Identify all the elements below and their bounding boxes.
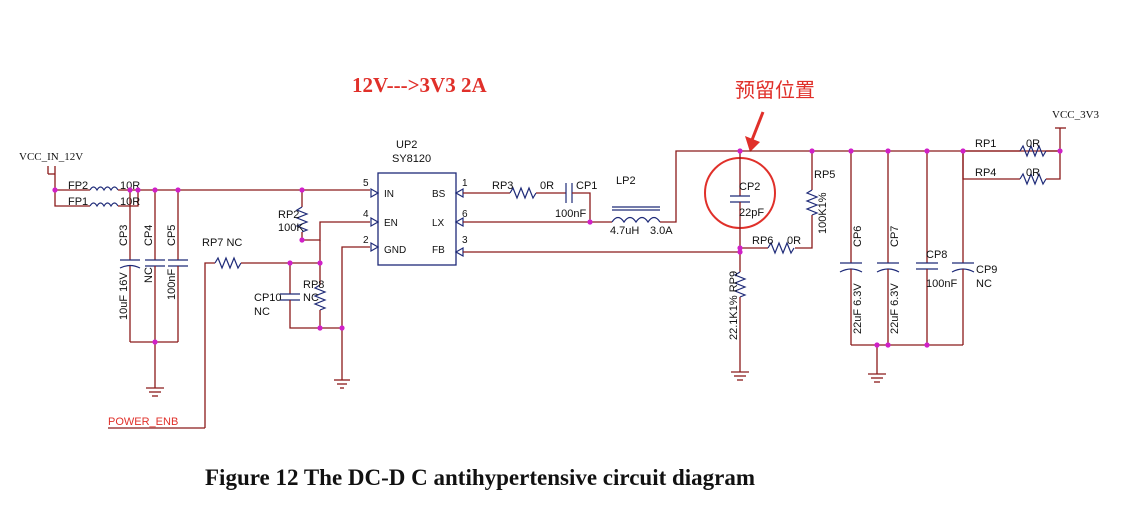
fp2-value: 10R [120,180,140,192]
cp3-ref: CP3 [118,225,130,246]
junction-dots [52,148,1063,348]
rp3-ref: RP3 [492,180,513,192]
cp10-value: NC [254,306,270,318]
ic-pin-num-4: 4 [363,209,369,220]
rp8-ref: RP8 [303,279,324,291]
fp1-ferrite [89,202,119,208]
cp4-value: NC [143,267,155,283]
rp5-resistor [805,189,819,216]
rp9-resistor [733,271,747,298]
rp1-resistor [1019,144,1047,158]
rp1-value: 0R [1026,138,1040,150]
cp9-value: NC [976,278,992,290]
cp8-value: 100nF [926,278,957,290]
rp4-resistor [1019,172,1047,186]
schematic-heading: 12V--->3V3 2A [352,73,487,97]
ic-ref: UP2 [396,139,417,151]
ground-symbol-icon [334,379,350,389]
cp1-ref: CP1 [576,180,597,192]
cp8-ref: CP8 [926,249,947,261]
ground-symbol-icon [868,373,886,383]
cp9-capacitor [951,151,975,345]
cp7-value: 22uF 6.3V [889,283,901,334]
reserved-position-note: 预留位置 [735,78,815,102]
rp4-ref: RP4 [975,167,996,179]
rp2-value: 100K [278,222,304,234]
cp5-ref: CP5 [166,225,178,246]
ic-pin-num-3: 3 [462,235,468,246]
enable-net-label: POWER_ENB [108,416,178,428]
fp2-ferrite [89,186,119,192]
ic-pin-num-5: 5 [363,178,369,189]
cp10-capacitor [280,263,342,329]
rp6-resistor [767,241,795,255]
lp2-current: 3.0A [650,225,673,237]
cp7-capacitor [876,151,900,345]
rp3-resistor [509,186,537,200]
cp5-capacitor [168,190,188,342]
rp6-ref: RP6 [752,235,773,247]
ic-pin-gnd: GND [384,245,406,256]
cp1-value: 100nF [555,208,586,220]
ic-pin-bs: BS [432,189,446,200]
cp4-ref: CP4 [143,225,155,246]
cp5-value: 100nF [166,269,178,300]
ic-pin-num-2: 2 [363,235,369,246]
rp3-value: 0R [540,180,554,192]
cp7-ref: CP7 [889,226,901,247]
ic-pin-en: EN [384,218,398,229]
cp1-capacitor [565,183,573,203]
cp2-value: 22pF [739,207,764,219]
ic-pin-in: IN [384,189,394,200]
cp2-capacitor [730,151,750,248]
cp2-ref: CP2 [739,181,760,193]
cp6-capacitor [839,151,863,345]
ic-part: SY8120 [392,153,431,165]
note-arrow-icon [745,111,765,152]
ic-body [377,172,457,266]
rp1-ref: RP1 [975,138,996,150]
cp9-ref: CP9 [976,264,997,276]
ground-symbol-icon [731,371,749,381]
cp4-capacitor [145,190,165,380]
ic-pin-num-6: 6 [462,209,468,220]
rp5-ref: RP5 [814,169,835,181]
ground-symbol-icon [146,380,164,397]
fp1-ref: FP1 [68,196,88,208]
lp2-ref: LP2 [616,175,636,187]
cp10-ref: CP10 [254,292,282,304]
fp2-ref: FP2 [68,180,88,192]
vin-net-flag [47,166,56,190]
ic-pin-fb: FB [432,245,445,256]
ic-pin-num-1: 1 [462,178,468,189]
rp6-value: 0R [787,235,801,247]
cp3-capacitor [119,190,141,342]
rp8-value: NC [303,292,319,304]
cp3-value: 10uF 16V [118,272,130,320]
rp2-ref: RP2 [278,209,299,221]
vin-net-label: VCC_IN_12V [19,151,83,163]
rp2-resistor [295,206,309,233]
cp6-ref: CP6 [852,226,864,247]
vout-net-label: VCC_3V3 [1052,109,1100,121]
rp7-resistor [214,256,242,270]
lp2-inductor [611,216,661,224]
lp2-value: 4.7uH [610,225,639,237]
rp4-value: 0R [1026,167,1040,179]
figure-caption: Figure 12 The DC-D C antihypertensive ci… [205,465,755,490]
rp8-resistor [313,284,327,311]
ic-pin-lx: LX [432,218,445,229]
rp5-value: 100K1% [817,192,829,234]
rp9-label: 22.1K1% RP9 [728,271,740,340]
cp6-value: 22uF 6.3V [852,283,864,334]
cp8-capacitor [916,151,938,345]
rp7-ref: RP7 NC [202,237,242,249]
